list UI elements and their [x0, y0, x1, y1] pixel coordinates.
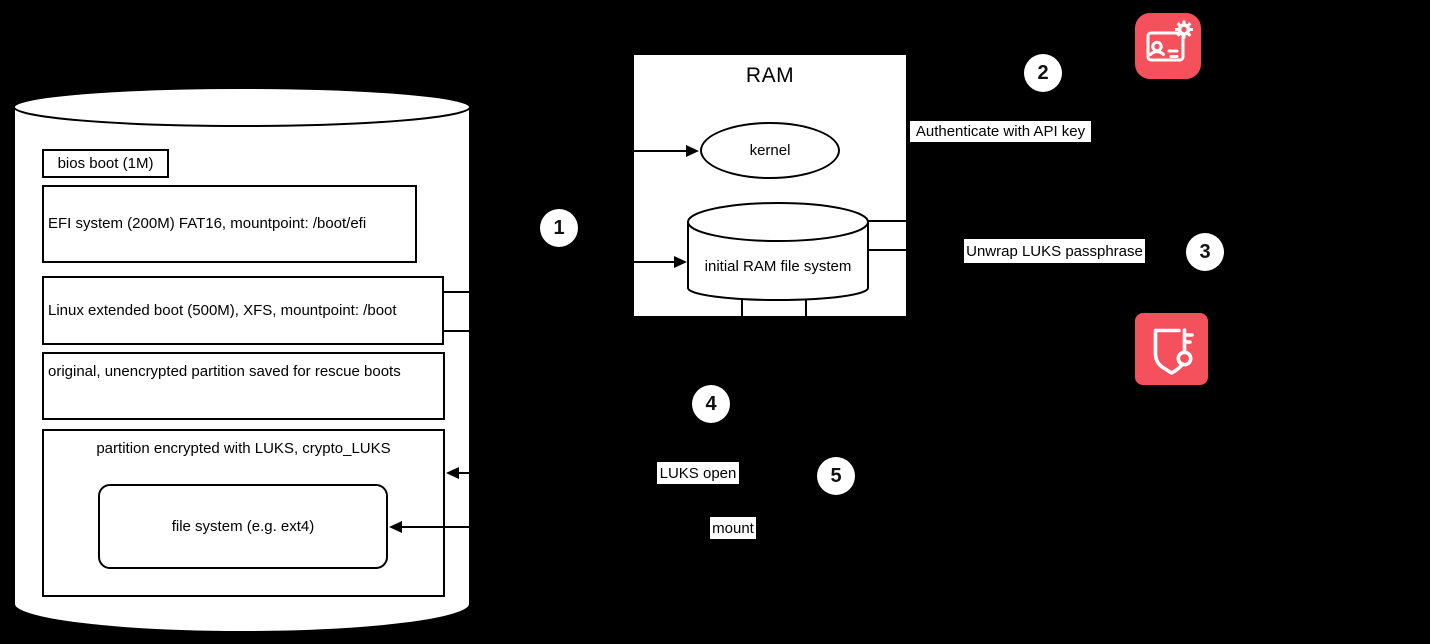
partition-linux-extended-boot-label: Linux extended boot (500M), XFS, mountpo… — [48, 301, 397, 319]
kernel-ellipse: kernel — [700, 122, 840, 179]
id-card-gear-icon — [1135, 13, 1201, 79]
partition-bios-boot: bios boot (1M) — [42, 149, 169, 178]
shield-key-icon — [1135, 313, 1208, 385]
initrd-label: initial RAM file system — [704, 257, 852, 275]
step-badge-2: 2 — [1024, 54, 1062, 92]
step-badge-3: 3 — [1186, 233, 1224, 271]
file-system-label: file system (e.g. ext4) — [171, 517, 315, 535]
partition-luks-encrypted-label: partition encrypted with LUKS, crypto_LU… — [96, 440, 391, 457]
annotation-luks-open: LUKS open — [657, 462, 739, 484]
partition-rescue-label: original, unencrypted partition saved fo… — [48, 363, 401, 380]
partition-rescue: original, unencrypted partition saved fo… — [42, 352, 445, 420]
step-badge-4: 4 — [692, 385, 730, 423]
annotation-mount: mount — [710, 517, 756, 539]
ram-title: RAM — [745, 64, 795, 87]
step-badge-1: 1 — [540, 209, 578, 247]
annotation-unwrap-passphrase: Unwrap LUKS passphrase — [964, 239, 1145, 263]
file-system-node: file system (e.g. ext4) — [98, 484, 388, 569]
partition-linux-extended-boot: Linux extended boot (500M), XFS, mountpo… — [42, 276, 444, 345]
step-badge-5: 5 — [817, 457, 855, 495]
annotation-authenticate: Authenticate with API key — [910, 121, 1091, 142]
partition-bios-boot-label: bios boot (1M) — [57, 154, 154, 172]
partition-efi-system: EFI system (200M) FAT16, mountpoint: /bo… — [42, 185, 417, 263]
partition-efi-system-label: EFI system (200M) FAT16, mountpoint: /bo… — [48, 215, 367, 232]
kernel-label: kernel — [749, 142, 791, 159]
